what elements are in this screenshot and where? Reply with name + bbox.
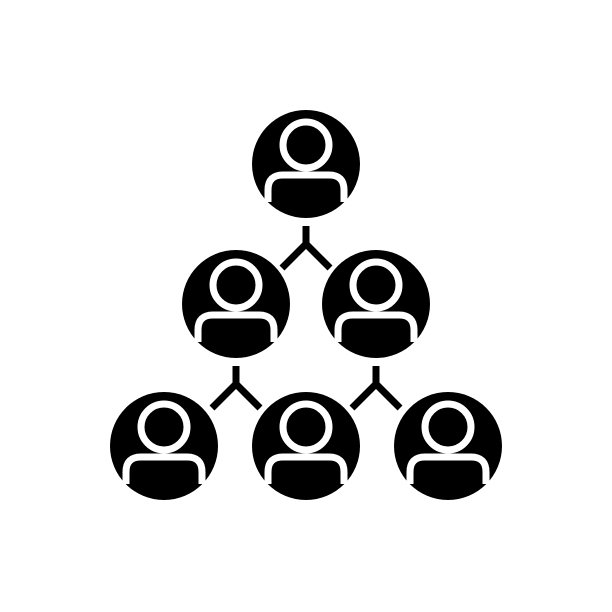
connector-top — [282, 226, 330, 268]
person-avatar-bottom-left — [110, 392, 218, 500]
person-avatar-mid-right — [322, 250, 430, 358]
connector-mid-left — [212, 366, 260, 408]
person-avatar-top — [252, 110, 360, 218]
person-avatar-bottom-center — [252, 392, 360, 500]
person-avatar-bottom-right — [394, 392, 502, 500]
person-avatar-mid-left — [182, 250, 290, 358]
connector-mid-right — [352, 366, 400, 408]
